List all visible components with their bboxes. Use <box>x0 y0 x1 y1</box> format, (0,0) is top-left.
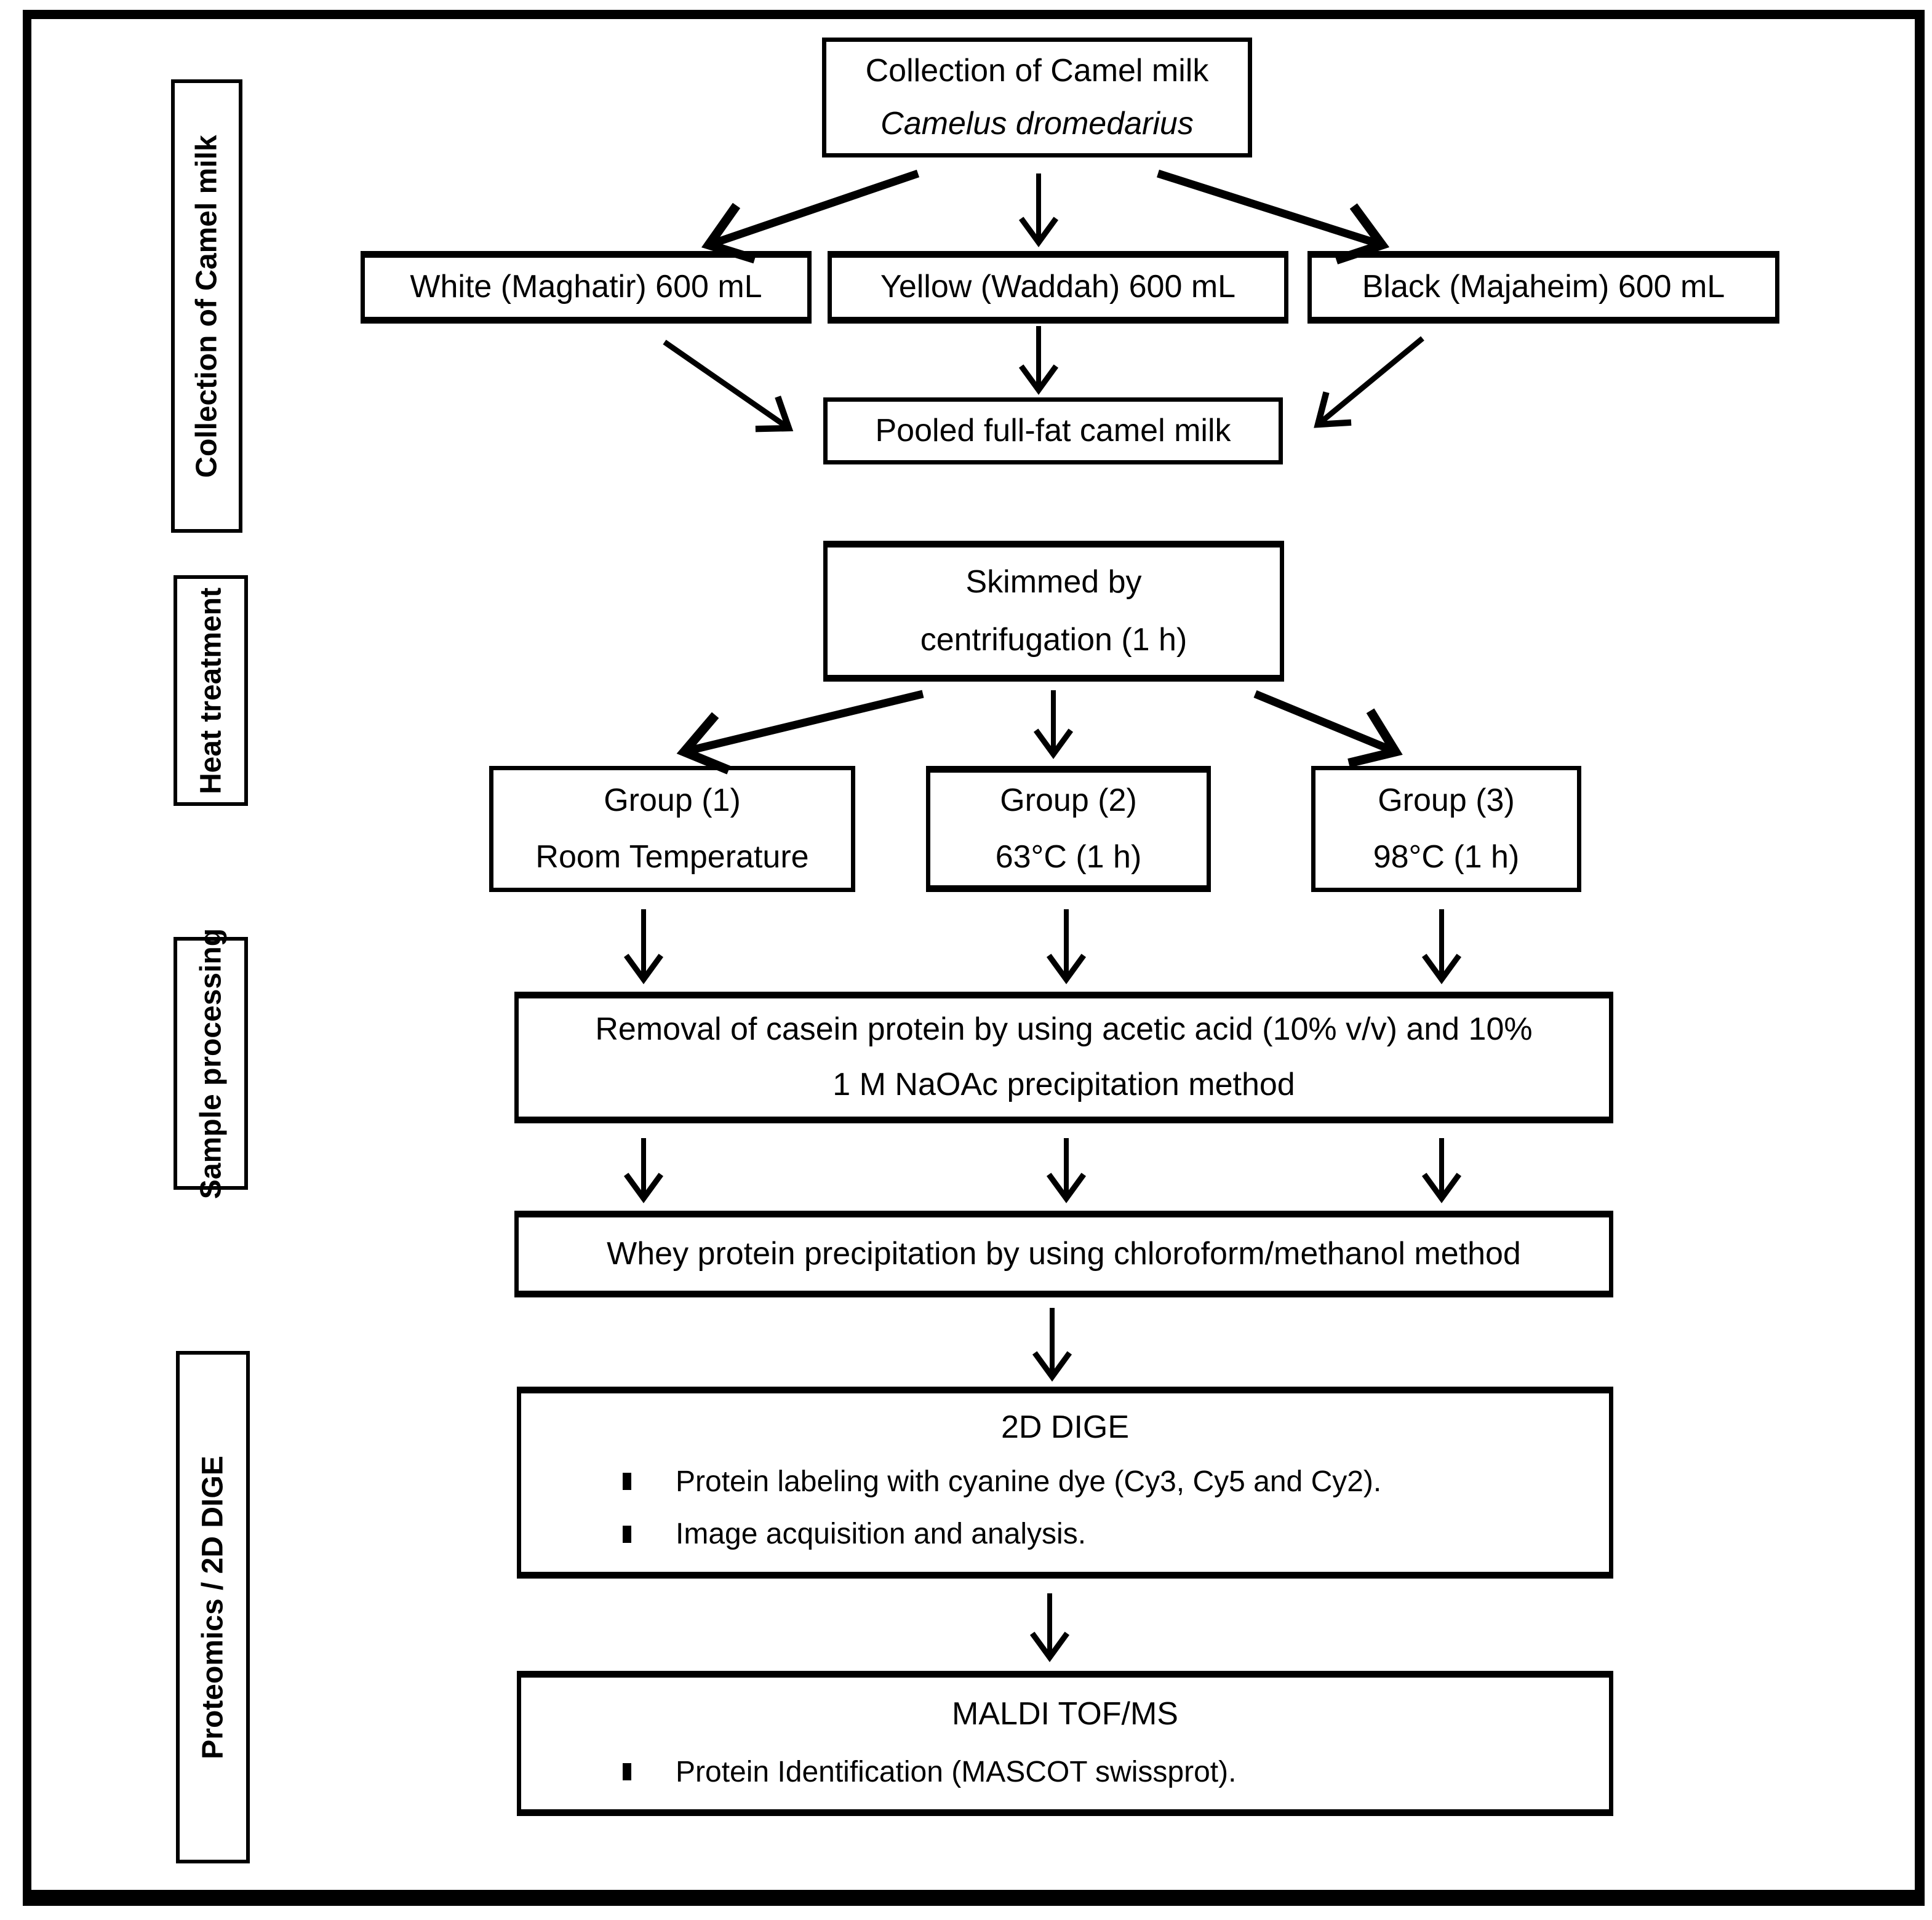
node-collection-line1: Collection of Camel milk <box>865 52 1209 89</box>
node-2d-dige-title: 2D DIGE <box>1000 1409 1130 1445</box>
node-group-2: Group (2) 63°C (1 h) <box>926 766 1211 892</box>
node-skimmed-line2: centrifugation (1 h) <box>920 621 1188 658</box>
node-milk-black: Black (Majaheim) 600 mL <box>1307 251 1779 324</box>
stage-label-sample-processing-text: Sample processing <box>194 928 227 1199</box>
node-group-2-line1: Group (2) <box>1000 782 1137 818</box>
bullet-square-icon <box>623 1763 631 1781</box>
dige-bullet-2: Image acquisition and analysis. <box>521 1517 1609 1551</box>
node-casein-removal: Removal of casein protein by using aceti… <box>514 992 1613 1123</box>
node-casein-removal-line1: Removal of casein protein by using aceti… <box>595 1011 1533 1048</box>
node-group-3: Group (3) 98°C (1 h) <box>1311 766 1581 892</box>
node-maldi-title: MALDI TOF/MS <box>952 1696 1178 1732</box>
stage-label-heat-treatment: Heat treatment <box>174 575 248 806</box>
stage-label-collection: Collection of Camel milk <box>171 79 242 533</box>
dige-bullet-1: Protein labeling with cyanine dye (Cy3, … <box>521 1465 1609 1499</box>
node-milk-yellow: Yellow (Waddah) 600 mL <box>828 251 1288 324</box>
node-collection-of-camel-milk: Collection of Camel milk Camelus dromeda… <box>822 38 1252 157</box>
node-group-1-line1: Group (1) <box>604 782 741 818</box>
node-milk-black-text: Black (Majaheim) 600 mL <box>1362 269 1725 305</box>
maldi-bullet-1: Protein Identification (MASCOT swissprot… <box>521 1755 1609 1789</box>
stage-label-heat-treatment-text: Heat treatment <box>194 587 227 794</box>
node-milk-white: White (Maghatir) 600 mL <box>361 251 812 324</box>
node-group-3-line1: Group (3) <box>1378 782 1515 818</box>
stage-label-sample-processing: Sample processing <box>174 928 248 1199</box>
node-2d-dige: 2D DIGE Protein labeling with cyanine dy… <box>517 1387 1613 1579</box>
node-whey-precipitation: Whey protein precipitation by using chlo… <box>514 1211 1613 1297</box>
node-milk-yellow-text: Yellow (Waddah) 600 mL <box>880 269 1236 305</box>
dige-bullet-1-text: Protein labeling with cyanine dye (Cy3, … <box>676 1465 1382 1498</box>
bullet-square-icon <box>623 1473 631 1491</box>
dige-bullet-2-text: Image acquisition and analysis. <box>676 1517 1087 1550</box>
stage-label-collection-text: Collection of Camel milk <box>190 134 223 478</box>
node-milk-white-text: White (Maghatir) 600 mL <box>410 269 762 305</box>
node-pooled-milk-text: Pooled full-fat camel milk <box>875 412 1231 448</box>
node-whey-precipitation-text: Whey protein precipitation by using chlo… <box>607 1235 1521 1272</box>
stage-label-proteomics-text: Proteomics / 2D DIGE <box>196 1455 230 1759</box>
maldi-bullet-1-text: Protein Identification (MASCOT swissprot… <box>676 1755 1237 1788</box>
outer-frame <box>23 10 1925 1906</box>
stage-label-proteomics: Proteomics / 2D DIGE <box>176 1351 250 1863</box>
node-group-1: Group (1) Room Temperature <box>489 766 855 892</box>
node-collection-species: Camelus dromedarius <box>880 105 1194 141</box>
bullet-square-icon <box>623 1525 631 1543</box>
node-group-2-line2: 63°C (1 h) <box>995 839 1142 875</box>
node-maldi: MALDI TOF/MS Protein Identification (MAS… <box>517 1671 1613 1816</box>
node-casein-removal-line2: 1 M NaOAc precipitation method <box>832 1067 1295 1102</box>
node-group-3-line2: 98°C (1 h) <box>1373 839 1520 875</box>
node-group-1-line2: Room Temperature <box>535 839 809 875</box>
node-skimmed-line1: Skimmed by <box>965 564 1142 600</box>
node-skimmed: Skimmed by centrifugation (1 h) <box>823 541 1284 682</box>
node-pooled-milk: Pooled full-fat camel milk <box>823 397 1283 464</box>
